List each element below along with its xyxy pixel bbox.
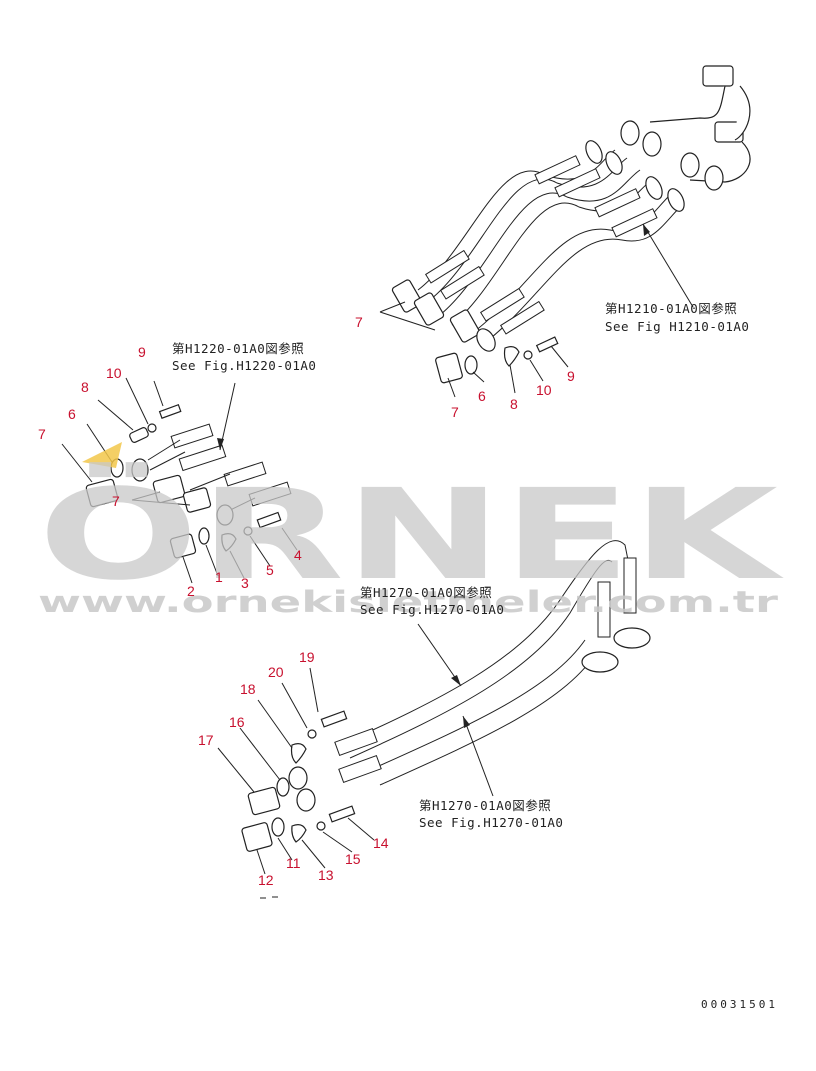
watermark: ÖRNEK www.ornekisletmeler.com.tr: [38, 442, 784, 619]
callouts-upper-right: 7 6 7 8 10 9: [355, 314, 575, 420]
o-ring-1: [198, 527, 210, 545]
callouts-lower: 19 20 18 16 17 11 12 13 15 14: [198, 649, 389, 888]
flange-cover-17: [247, 786, 281, 816]
callout-number: 9: [567, 368, 575, 384]
callout-number: 3: [241, 575, 249, 591]
flange-cover-7: [435, 352, 463, 384]
o-ring-11: [271, 817, 285, 837]
lower-hose-assembly: [217, 540, 651, 899]
callout-number: 7: [451, 404, 459, 420]
callout-number: 12: [258, 872, 274, 888]
washer-15: [316, 821, 326, 831]
washer-20: [307, 729, 317, 739]
washer-10: [147, 423, 157, 433]
reference-top-right: 第H1210-01A0図参照 See Fig H1210-01A0: [605, 301, 749, 334]
callouts-upper-left: 9 10 8 6 7 7 1 2 3 5 4: [38, 344, 302, 599]
callout-number: 1: [215, 569, 223, 585]
callout-number: 6: [478, 388, 486, 404]
bolt-19: [320, 710, 348, 728]
watermark-url: www.ornekisletmeler.com.tr: [38, 585, 779, 619]
callout-number: 5: [266, 562, 274, 578]
callout-number: 15: [345, 851, 361, 867]
bolt-4: [256, 511, 282, 529]
callout-number: 4: [294, 547, 302, 563]
callout-number: 19: [299, 649, 315, 665]
callout-number: 10: [536, 382, 552, 398]
bolt-9: [535, 336, 559, 353]
o-ring-6: [464, 355, 478, 375]
callout-number: 7: [355, 314, 363, 330]
callout-number: 2: [187, 583, 195, 599]
o-ring-16: [276, 777, 290, 797]
drawing-code: 00031501: [701, 998, 778, 1011]
reference-left: 第H1220-01A0図参照 See Fig.H1220-01A0: [172, 341, 316, 373]
split-flange-8: [129, 427, 149, 443]
reference-left-line1: 第H1220-01A0図参照: [172, 341, 304, 356]
callout-number: 6: [68, 406, 76, 422]
split-flange-18: [290, 743, 307, 764]
split-flange-3: [221, 533, 237, 552]
upper-right-hose-assembly: [379, 65, 751, 398]
flange-cover-7: [85, 478, 119, 508]
reference-bottom-line2: See Fig.H1270-01A0: [419, 815, 563, 830]
upper-left-hose-assembly: [61, 377, 298, 584]
callout-number: 8: [510, 396, 518, 412]
watermark-brand: ÖRNEK: [38, 462, 784, 608]
flange-cover-12: [241, 822, 273, 852]
callout-number: 11: [286, 855, 301, 871]
washer-5: [243, 526, 253, 536]
reference-middle-line1: 第H1270-01A0図参照: [360, 585, 492, 600]
split-flange-13: [291, 824, 307, 843]
callout-number: 17: [198, 732, 214, 748]
reference-left-line2: See Fig.H1220-01A0: [172, 358, 316, 373]
callout-number: 16: [229, 714, 245, 730]
reference-middle-line2: See Fig.H1270-01A0: [360, 602, 504, 617]
reference-top-right-line1: 第H1210-01A0図参照: [605, 301, 737, 316]
bolt-14: [328, 805, 356, 823]
callout-number: 14: [373, 835, 389, 851]
watermark-accent-mark: [82, 442, 122, 468]
reference-bottom-line1: 第H1270-01A0図参照: [419, 798, 551, 813]
reference-middle: 第H1270-01A0図参照 See Fig.H1270-01A0: [360, 585, 504, 617]
callout-number: 9: [138, 344, 146, 360]
reference-top-right-line2: See Fig H1210-01A0: [605, 319, 749, 334]
callout-number: 10: [106, 365, 122, 381]
callout-number: 13: [318, 867, 334, 883]
flange-cover-2: [169, 533, 197, 559]
callout-number: 7: [112, 493, 120, 509]
bolt-9: [158, 403, 182, 419]
split-flange-8: [503, 346, 520, 367]
callout-number: 18: [240, 681, 256, 697]
washer-10: [523, 350, 533, 360]
callout-number: 7: [38, 426, 46, 442]
reference-bottom: 第H1270-01A0図参照 See Fig.H1270-01A0: [419, 798, 563, 830]
callout-number: 20: [268, 664, 284, 680]
callout-number: 8: [81, 379, 89, 395]
